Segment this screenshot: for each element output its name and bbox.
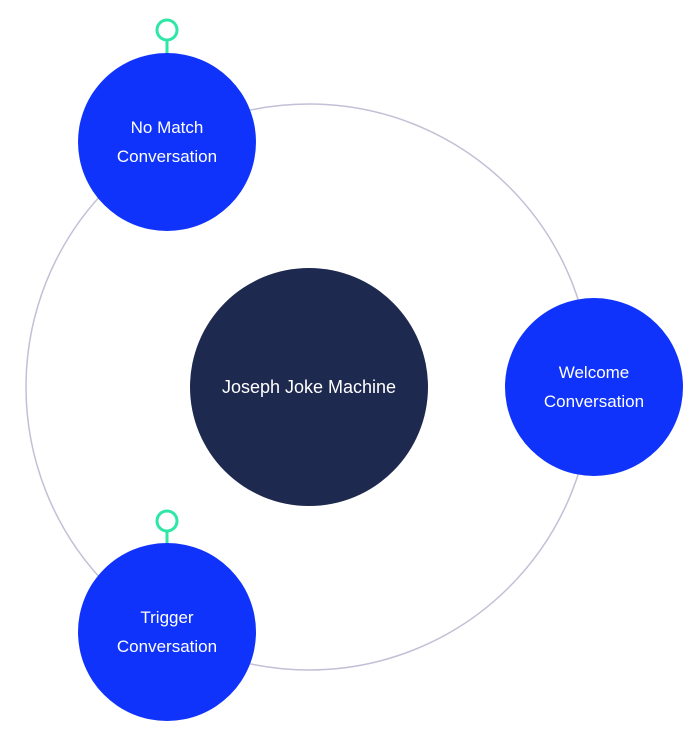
node-label-line1: No Match: [130, 118, 204, 137]
node-label-line2: Conversation: [116, 637, 218, 656]
bot-name: Joseph Joke Machine: [221, 376, 397, 397]
node-label-line1: Welcome: [558, 363, 630, 382]
bot-center-node: Joseph Joke Machine: [190, 268, 428, 506]
node-label-line1: Trigger: [140, 608, 194, 627]
node-label-line2: Conversation: [116, 147, 218, 166]
node-label-line2: Conversation: [543, 392, 645, 411]
